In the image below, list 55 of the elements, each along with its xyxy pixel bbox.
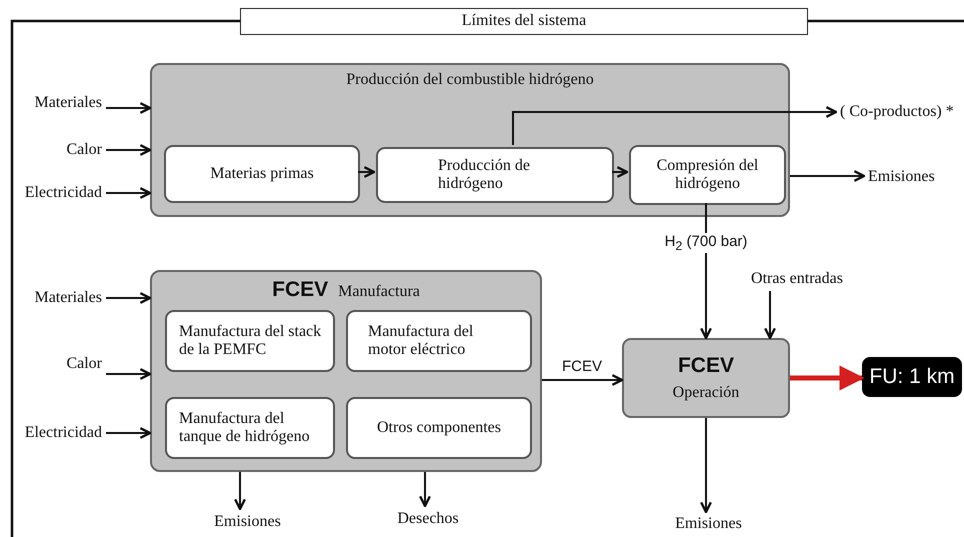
process-group-box (150, 63, 790, 217)
box-text: FU: 1 km (869, 364, 955, 390)
flow-label: ( Co-productos) * (836, 100, 964, 124)
arrow (612, 166, 628, 178)
flow-label: Calor (50, 352, 106, 376)
flow-label: Materiales (14, 91, 106, 115)
box-text: Manufactura del stack de la PEMFC (179, 322, 322, 360)
arrow (106, 368, 152, 380)
arrow (106, 102, 152, 114)
arrow (700, 418, 712, 514)
process-group-box (150, 270, 542, 472)
arrow (512, 106, 838, 145)
flow-label: Calor (50, 138, 106, 162)
thick-arrow (790, 366, 864, 390)
process-box (346, 310, 532, 372)
arrow (234, 472, 246, 510)
heading-text: FCEV (272, 278, 328, 302)
arrow (764, 291, 776, 340)
box-text: Materias primas (210, 164, 314, 184)
box-text: Límites del sistema (462, 12, 586, 31)
flow-label: Electricidad (4, 421, 106, 445)
arrow (106, 144, 152, 156)
process-box (376, 147, 614, 203)
edge-label: H$_{2}$ (700 bar) (662, 232, 750, 252)
process-box (165, 397, 335, 459)
result-badge (862, 357, 962, 397)
arrow (106, 292, 152, 304)
process-box (346, 397, 532, 459)
box-text: Manufactura del tanque de hidrógeno (179, 410, 311, 446)
flow-label: Materiales (14, 286, 106, 310)
process-box (629, 145, 786, 205)
flow-label: Emisiones (195, 509, 300, 535)
arrow (419, 472, 431, 508)
box-text: Producción de hidrógeno (438, 156, 531, 194)
arrow (106, 187, 152, 199)
arrow (542, 374, 624, 386)
flow-label: Otras entradas (730, 267, 864, 291)
flow-label: Desechos (378, 506, 478, 532)
arrow (358, 166, 376, 178)
box-text: Manufactura del motor eléctrico (368, 322, 474, 360)
process-box (165, 310, 335, 372)
box-text: Operación (672, 384, 740, 402)
box-text: Manufactura (338, 283, 420, 302)
box-text: Producción del combustible hidrógeno (346, 71, 594, 90)
arrow (790, 170, 866, 182)
flow-label: Electricidad (4, 181, 106, 205)
heading-text: FCEV (678, 354, 734, 378)
flow-label: Emisiones (656, 512, 761, 537)
system-boundary-title-box (240, 8, 808, 35)
process-box (622, 338, 790, 418)
box-text: Compresión del hidrógeno (656, 156, 760, 194)
arrow (106, 427, 152, 439)
box-text: Otros componentes (377, 418, 501, 438)
process-box (164, 145, 360, 203)
flow-label: Emisiones (864, 164, 962, 190)
